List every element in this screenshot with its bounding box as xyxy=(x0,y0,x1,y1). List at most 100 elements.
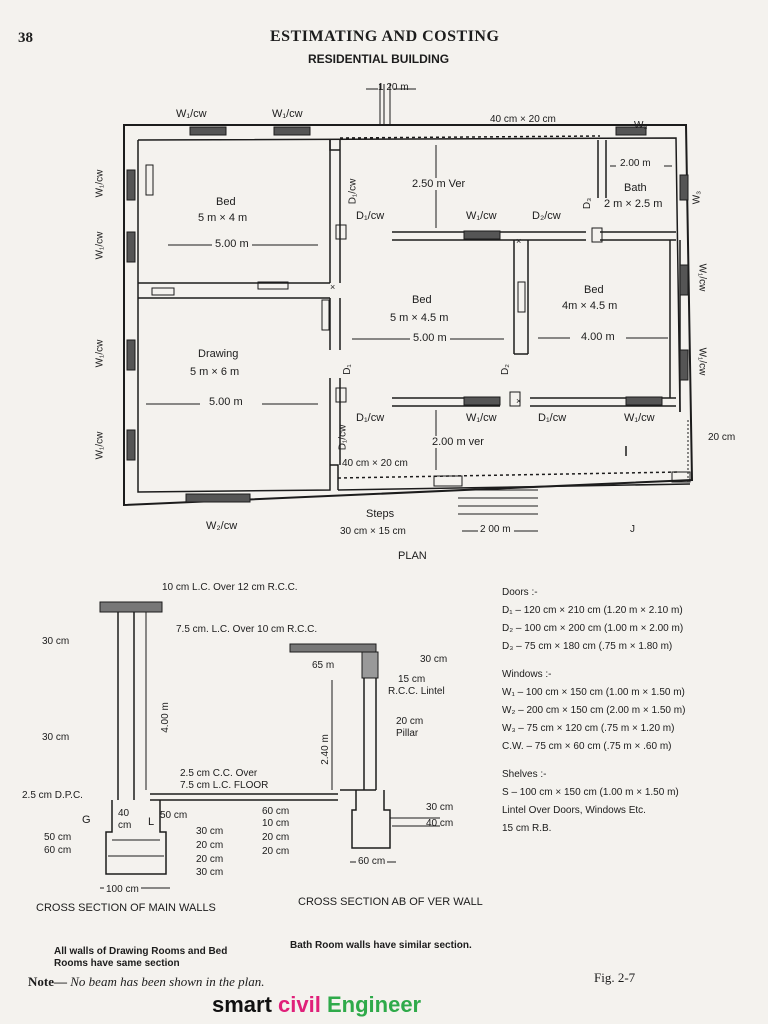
plan-top-dim: 1 20 m xyxy=(378,82,409,93)
main-g-mark: G xyxy=(82,814,91,826)
plan-caption: PLAN xyxy=(398,550,427,562)
main-dpc: 2.5 cm D.P.C. xyxy=(22,790,83,801)
watermark: smart civil Engineer xyxy=(212,992,421,1018)
steps-size: 30 cm × 15 cm xyxy=(340,526,406,537)
ver-fdn-20-b: 20 cm xyxy=(262,846,290,857)
main-floor-2: 7.5 cm L.C. FLOOR xyxy=(180,780,269,791)
note-left: All walls of Drawing Rooms and Bed Rooms… xyxy=(54,946,228,969)
watermark-civil: civil xyxy=(278,992,321,1017)
front-dim-right: 20 cm xyxy=(708,432,736,443)
book-title: ESTIMATING AND COSTING xyxy=(270,28,500,45)
opening-schedule: Doors :- D₁ – 120 cm × 210 cm (1.20 m × … xyxy=(502,584,685,838)
ver-caption: CROSS SECTION AB OF VER WALL xyxy=(298,896,483,908)
drawing-name: Drawing xyxy=(198,348,239,360)
bed1-size: 5 m × 4 m xyxy=(198,212,248,224)
ver-plinth-30: 30 cm xyxy=(426,802,454,813)
note-text: No beam has been shown in the plan. xyxy=(70,974,265,989)
window-w1cw-2: W₁/cw xyxy=(272,108,303,120)
window-w1cw-1: W₁/cw xyxy=(176,108,207,120)
main-l-mark: L xyxy=(148,816,155,828)
bath-dim: 2.00 m xyxy=(618,158,653,169)
main-fdn-50-top: 50 cm xyxy=(160,810,188,821)
ver-fdn-20-a: 20 cm xyxy=(262,832,290,843)
note-label: Note— xyxy=(28,974,67,989)
door-d1cw-mid: D₁/cw xyxy=(356,210,385,222)
main-height: 4.00 m xyxy=(159,702,171,733)
bed2-name: Bed xyxy=(412,294,432,306)
lintel-note-2: 15 cm R.B. xyxy=(502,823,552,834)
svg-text:×: × xyxy=(516,236,521,246)
drawing-title: RESIDENTIAL BUILDING xyxy=(308,52,450,66)
ver-lintel-label: R.C.C. Lintel xyxy=(388,686,445,697)
ver-lintel-15: 15 cm xyxy=(398,674,426,685)
bed2-size: 5 m × 4.5 m xyxy=(390,312,449,324)
bath-size: 2 m × 2.5 m xyxy=(604,198,663,210)
steps-label: Steps xyxy=(366,508,395,520)
main-floor-1: 2.5 cm C.C. Over xyxy=(180,768,258,779)
window-w3-spec: W₃ – 75 cm × 120 cm (.75 m × 1.20 m) xyxy=(502,723,675,734)
window-cw-spec: C.W. – 75 cm × 60 cm (.75 m × .60 m) xyxy=(502,741,672,752)
shelves-title: Shelves :- xyxy=(502,769,547,780)
window-w1cw-front-1: W₁/cw xyxy=(466,412,497,424)
main-fdn-left-60: 60 cm xyxy=(44,845,72,856)
bed3-size: 4m × 4.5 m xyxy=(562,300,618,312)
bed1-name: Bed xyxy=(216,196,236,208)
back-verandah: 2.50 m Ver xyxy=(410,178,468,190)
bed3-name: Bed xyxy=(584,284,604,296)
main-wall-30-mid: 30 cm xyxy=(42,732,70,743)
window-w3-top: W₃ xyxy=(634,120,648,131)
door-d1cw-front-2: D₁/cw xyxy=(538,412,567,424)
door-d1cw-front-1: D₁/cw xyxy=(356,412,385,424)
main-caption: CROSS SECTION OF MAIN WALLS xyxy=(36,902,216,914)
main-wall-30-top: 30 cm xyxy=(42,636,70,647)
windows-title: Windows :- xyxy=(502,669,552,680)
doors-title: Doors :- xyxy=(502,587,538,598)
bed1-dim: 5.00 m xyxy=(212,238,252,250)
bed2-dim: 5.00 m xyxy=(410,332,450,344)
main-fdn-width: 100 cm xyxy=(104,884,141,895)
ver-roof-30: 30 cm xyxy=(420,654,448,665)
drawing-dim: 5.00 m xyxy=(206,396,246,408)
step-dim: 2 00 m xyxy=(480,524,511,535)
main-fdn-30-b: 30 cm xyxy=(196,867,224,878)
bed3-dim: 4.00 m xyxy=(578,331,618,343)
ver-fdn-width: 60 cm xyxy=(356,856,388,867)
watermark-smart: smart xyxy=(212,992,272,1017)
door-d2-spec: D₂ – 100 cm × 200 cm (1.00 m × 2.00 m) xyxy=(502,623,684,634)
note-line: Note— No beam has been shown in the plan… xyxy=(28,974,265,990)
note-right: Bath Room walls have similar section. xyxy=(290,940,472,951)
shelf-spec: S – 100 cm × 150 cm (1.00 m × 1.50 m) xyxy=(502,787,679,798)
svg-text:×: × xyxy=(330,282,335,292)
bath-name: Bath xyxy=(624,182,647,194)
main-roof-label: 10 cm L.C. Over 12 cm R.C.C. xyxy=(162,582,298,593)
main-fdn-20-a: 20 cm xyxy=(196,840,224,851)
front-verandah: 2.00 m ver xyxy=(430,436,486,448)
ver-pillar-label: Pillar xyxy=(396,728,419,739)
window-w1-spec: W₁ – 100 cm × 150 cm (1.00 m × 1.50 m) xyxy=(502,687,685,698)
drawing-size: 5 m × 6 m xyxy=(190,366,240,378)
window-w1cw-mid: W₁/cw xyxy=(466,210,497,222)
watermark-engineer: Engineer xyxy=(326,992,422,1017)
door-d1-spec: D₁ – 120 cm × 210 cm (1.20 m × 2.10 m) xyxy=(502,605,683,616)
window-w2-spec: W₂ – 200 cm × 150 cm (2.00 m × 1.50 m) xyxy=(502,705,686,716)
ver-roof-label: 7.5 cm. L.C. Over 10 cm R.C.C. xyxy=(176,624,318,635)
main-fdn-30-a: 30 cm xyxy=(196,826,224,837)
ver-pillar-20: 20 cm xyxy=(396,716,424,727)
main-fdn-left-50: 50 cm xyxy=(44,832,72,843)
ver-plinth-40: 40 cm xyxy=(426,818,454,829)
window-w1cw-front-2: W₁/cw xyxy=(624,412,655,424)
svg-text:×: × xyxy=(516,396,521,406)
ver-height: 2.40 m xyxy=(319,734,331,765)
ver-fdn-10: 10 cm xyxy=(262,818,290,829)
figure-number: Fig. 2-7 xyxy=(594,970,636,985)
plan-parapet-top: 40 cm × 20 cm xyxy=(490,114,556,125)
door-d3-spec: D₃ – 75 cm × 180 cm (.75 m × 1.80 m) xyxy=(502,641,673,652)
mark-j: J xyxy=(630,524,635,535)
ver-lintel-65: 65 m xyxy=(312,660,335,671)
parapet-front: 40 cm × 20 cm xyxy=(342,458,408,469)
door-d2cw: D₂/cw xyxy=(532,210,561,222)
main-plinth-40: 40 xyxy=(118,808,130,819)
ver-fdn-60: 60 cm xyxy=(262,806,290,817)
